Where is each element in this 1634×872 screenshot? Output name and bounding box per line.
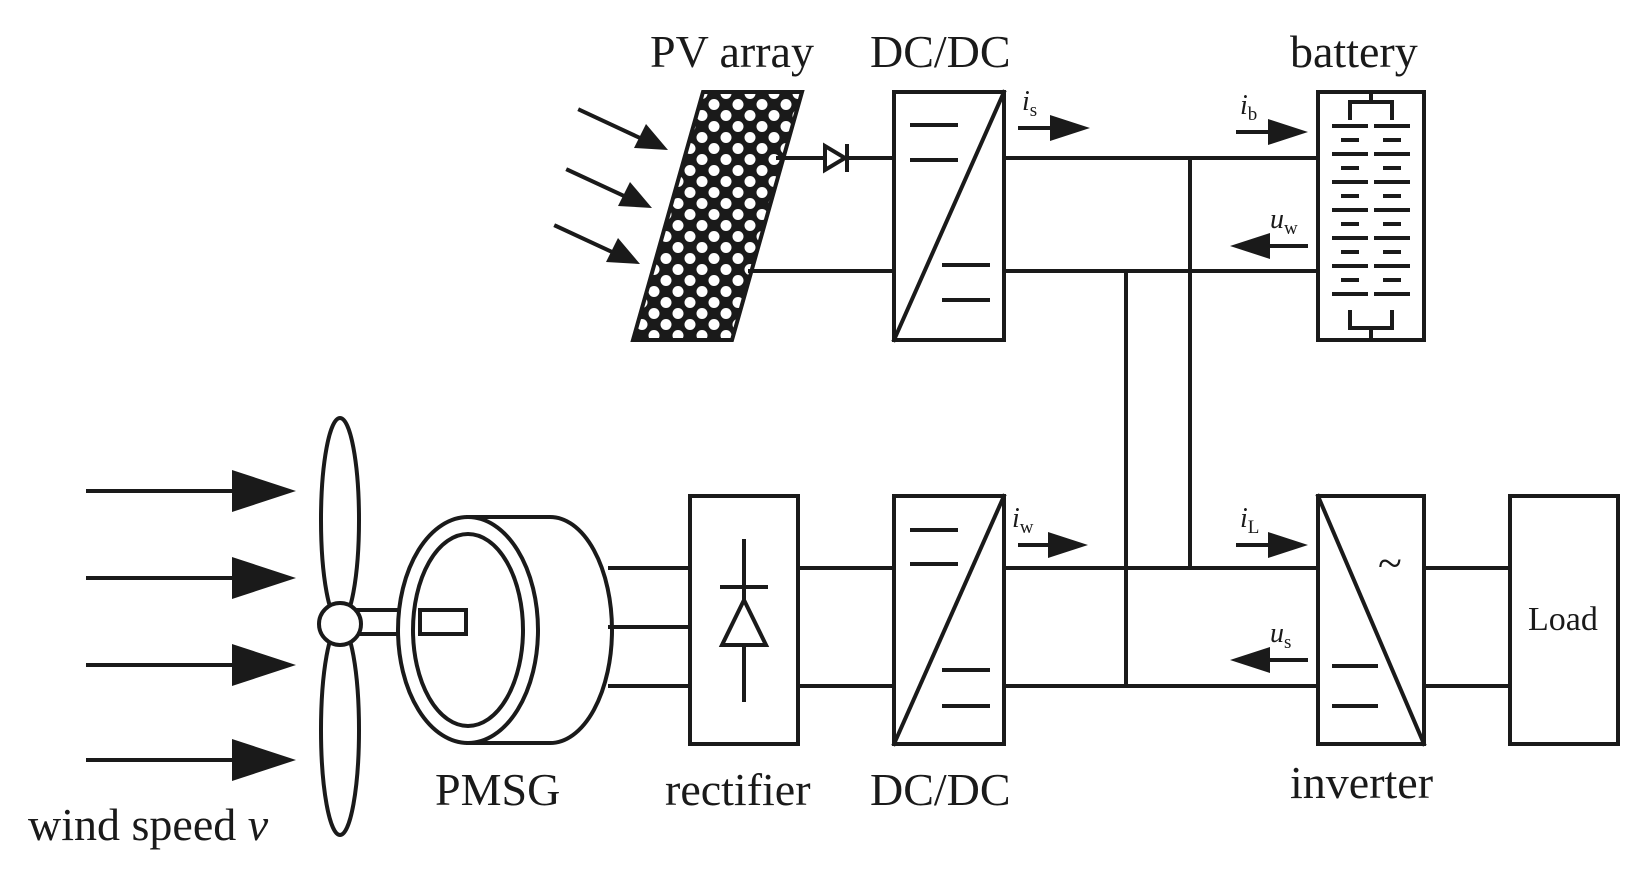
pmsg-label: PMSG bbox=[435, 764, 560, 815]
inverter-ac-symbol: ~ bbox=[1378, 539, 1402, 588]
rectifier-label: rectifier bbox=[665, 764, 811, 815]
pv-array-label: PV array bbox=[650, 26, 814, 77]
sunlight-arrows bbox=[553, 107, 668, 264]
inverter-block bbox=[1315, 493, 1427, 747]
rectifier-block bbox=[688, 494, 800, 746]
dcdc-converter-top bbox=[891, 89, 1007, 343]
battery-label: battery bbox=[1290, 26, 1418, 77]
load-block bbox=[1508, 494, 1620, 746]
wind-speed-symbol: v bbox=[248, 799, 269, 850]
pmsg-generator bbox=[396, 515, 614, 745]
load-label: Load bbox=[1528, 601, 1598, 638]
dcdc-converter-bottom bbox=[891, 493, 1007, 747]
inverter-label: inverter bbox=[1290, 757, 1433, 808]
signal-is-label: is bbox=[1022, 86, 1037, 121]
dcdc-bottom-label: DC/DC bbox=[870, 764, 1011, 815]
battery-symbol bbox=[1316, 90, 1426, 342]
signal-iw-label: iw bbox=[1012, 503, 1034, 538]
pv-array-panel bbox=[630, 90, 805, 342]
signal-uw-label: uw bbox=[1270, 204, 1298, 239]
wind-speed-label: wind speed v bbox=[28, 799, 269, 850]
signal-iL-label: iL bbox=[1240, 503, 1259, 538]
signal-us-label: us bbox=[1270, 618, 1291, 653]
signal-ib-label: ib bbox=[1240, 90, 1257, 125]
dcdc-top-label: DC/DC bbox=[870, 26, 1011, 77]
signal-arrows bbox=[1018, 115, 1308, 673]
diode-symbol bbox=[823, 142, 849, 174]
wind-arrows bbox=[86, 470, 296, 781]
